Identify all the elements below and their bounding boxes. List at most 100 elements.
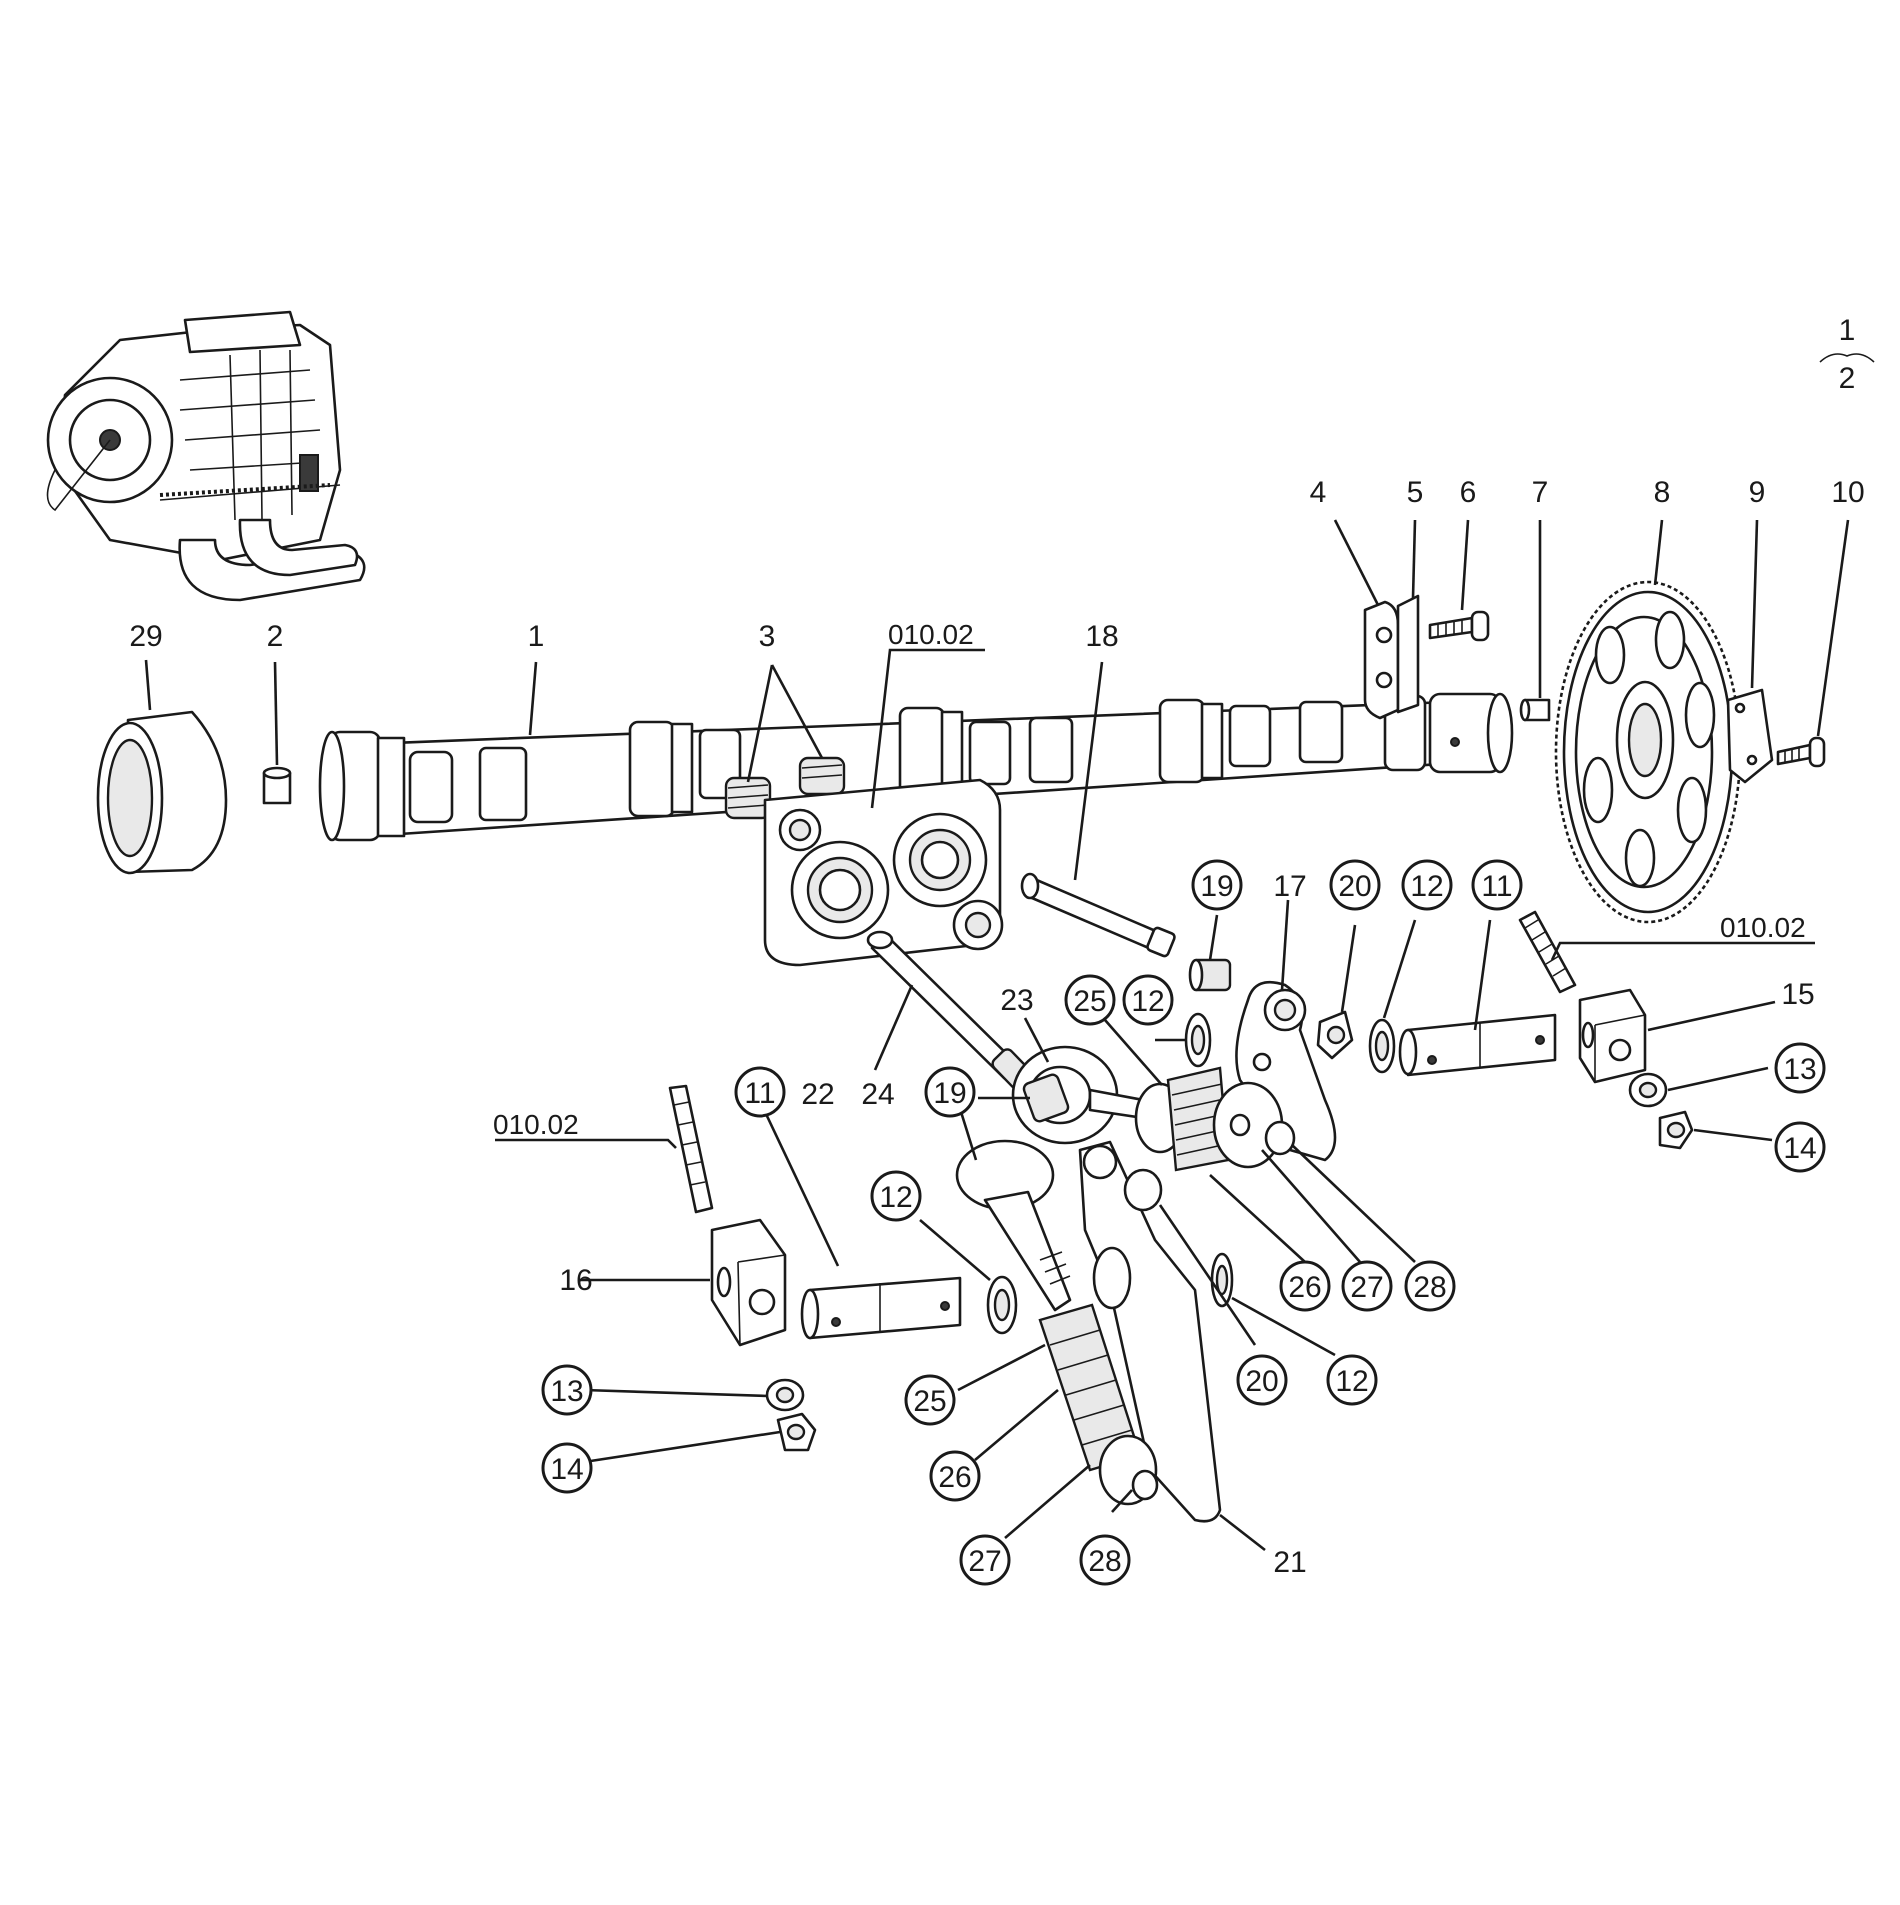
- label-22: 22: [801, 1078, 834, 1111]
- circle-label-11-lower: 11: [734, 1066, 786, 1118]
- part-17-rocker-arm: [1235, 980, 1337, 1162]
- label-23: 23: [1000, 984, 1033, 1017]
- label-9: 9: [1749, 476, 1766, 509]
- svg-text:11: 11: [744, 1077, 775, 1110]
- part-6-screw: [1428, 610, 1490, 642]
- leader-lines: [144, 519, 1850, 1552]
- part-16-block: [710, 1218, 787, 1347]
- circle-label-25-upper: 25: [1064, 974, 1116, 1026]
- circle-label-26-upper: 26: [1279, 1260, 1331, 1312]
- part-18-shaft: [1020, 872, 1176, 958]
- part-19-stud-lower: [1022, 1073, 1070, 1123]
- valve-spring-lower: [1038, 1303, 1159, 1506]
- reference-labels: 010.02 010.02 010.02: [493, 619, 1806, 1140]
- part-number-labels: 29 2 1 3 18 4 5 6 7 8 9 10 17 15 23 22 2…: [129, 476, 1864, 1579]
- circle-label-13-right: 13: [1774, 1042, 1826, 1094]
- engine-thumbnail: [46, 310, 366, 602]
- svg-text:28: 28: [1088, 1545, 1121, 1578]
- svg-text:13: 13: [1783, 1053, 1816, 1086]
- svg-text:19: 19: [1200, 870, 1233, 903]
- circle-label-20-upper: 20: [1329, 859, 1381, 911]
- part-11-pin-right: [1398, 1013, 1557, 1077]
- page-indicator: 1 2: [1819, 314, 1875, 395]
- part-4-5-bracket: [1363, 594, 1420, 720]
- circle-label-11-upper: 11: [1471, 859, 1523, 911]
- label-15: 15: [1781, 978, 1814, 1011]
- part-20-nut-upper: [1316, 1010, 1354, 1060]
- reference-label-left: 010.02: [493, 1109, 579, 1140]
- svg-text:19: 19: [933, 1077, 966, 1110]
- circle-label-14-right: 14: [1774, 1121, 1826, 1173]
- svg-text:13: 13: [550, 1375, 583, 1408]
- part-13-nut-left: [765, 1378, 805, 1412]
- label-6: 6: [1460, 476, 1477, 509]
- svg-text:26: 26: [938, 1461, 971, 1494]
- part-19-stud-upper: [1188, 958, 1232, 992]
- circle-label-28-lower: 28: [1079, 1534, 1131, 1586]
- part-13-nut-right: [1628, 1072, 1668, 1108]
- part-21-rocker-arm: [1078, 1140, 1222, 1523]
- part-8-cam-gear: [1554, 580, 1742, 924]
- label-4: 4: [1310, 476, 1327, 509]
- svg-text:12: 12: [1131, 985, 1164, 1018]
- part-3-valve-springs: [724, 756, 846, 820]
- svg-text:28: 28: [1413, 1271, 1446, 1304]
- part-2-dowel: [262, 766, 292, 805]
- circle-label-25-lower: 25: [904, 1374, 956, 1426]
- label-16: 16: [559, 1264, 592, 1297]
- part-22-shaft: [866, 930, 1033, 1090]
- label-29: 29: [129, 620, 162, 653]
- part-14-nut-left: [776, 1412, 817, 1452]
- circle-label-28-upper: 28: [1404, 1260, 1456, 1312]
- label-24: 24: [861, 1078, 894, 1111]
- part-15-block: [1578, 988, 1647, 1084]
- circle-label-12-lower-left: 12: [870, 1170, 922, 1222]
- circle-label-20-lower: 20: [1236, 1354, 1288, 1406]
- part-29-bearing-ring: [96, 710, 228, 875]
- label-8: 8: [1654, 476, 1671, 509]
- svg-text:25: 25: [1073, 985, 1106, 1018]
- rocker-block: [763, 778, 1004, 967]
- part-20-nut-lower: [1123, 1168, 1163, 1212]
- reference-label-right: 010.02: [1720, 912, 1806, 943]
- circled-labels: 19 20 12 11 25 12 13 14: [541, 859, 1826, 1586]
- part-12-washer-upper-a: [1184, 1012, 1212, 1068]
- svg-text:12: 12: [879, 1181, 912, 1214]
- stud-right: [1518, 910, 1577, 994]
- svg-text:11: 11: [1481, 870, 1512, 903]
- circle-label-26-lower: 26: [929, 1450, 981, 1502]
- part-14-nut-right: [1658, 1110, 1694, 1150]
- part-10-screw: [1776, 736, 1826, 768]
- label-17: 17: [1273, 870, 1306, 903]
- part-12-washer-upper-b: [1368, 1018, 1396, 1074]
- circle-label-14-left: 14: [541, 1442, 593, 1494]
- svg-text:12: 12: [1335, 1365, 1368, 1398]
- circle-label-12-lower-right: 12: [1326, 1354, 1378, 1406]
- circle-label-19-upper: 19: [1191, 859, 1243, 911]
- reference-label-top: 010.02: [888, 619, 974, 650]
- stud-left: [668, 1084, 714, 1214]
- svg-text:20: 20: [1338, 870, 1371, 903]
- label-10: 10: [1831, 476, 1864, 509]
- svg-text:26: 26: [1288, 1271, 1321, 1304]
- svg-text:14: 14: [1783, 1132, 1816, 1165]
- label-1: 1: [528, 620, 545, 653]
- svg-text:14: 14: [550, 1453, 583, 1486]
- circle-label-19-lower: 19: [924, 1066, 976, 1118]
- label-18: 18: [1085, 620, 1118, 653]
- circle-label-27-upper: 27: [1341, 1260, 1393, 1312]
- svg-text:27: 27: [968, 1545, 1001, 1578]
- label-7: 7: [1532, 476, 1549, 509]
- label-21: 21: [1273, 1546, 1306, 1579]
- label-3: 3: [759, 620, 776, 653]
- svg-text:25: 25: [913, 1385, 946, 1418]
- part-9-lock-plate: [1726, 688, 1774, 784]
- part-24-valve: [955, 1139, 1072, 1312]
- label-2: 2: [267, 620, 284, 653]
- part-11-pin-lower: [800, 1276, 962, 1340]
- page-indicator-bottom: 2: [1839, 362, 1856, 395]
- circle-label-13-left: 13: [541, 1364, 593, 1416]
- part-7-pin: [1519, 698, 1551, 722]
